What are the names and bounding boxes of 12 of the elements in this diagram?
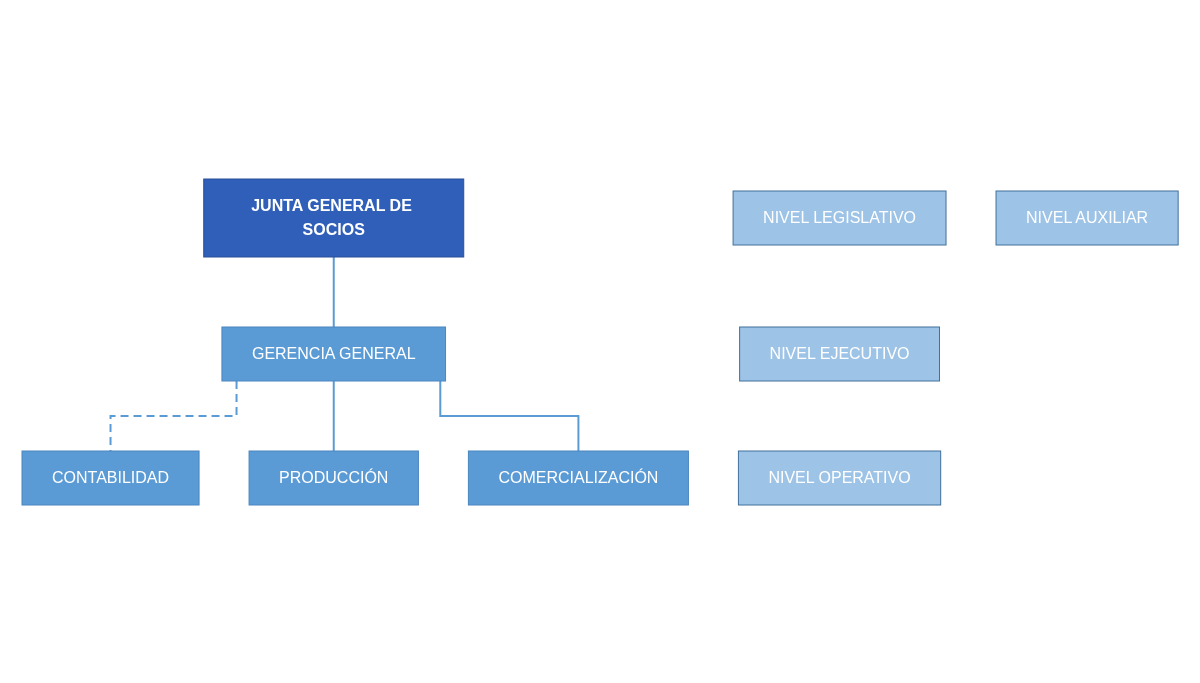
node-box: COMERCIALIZACIÓN xyxy=(467,450,689,505)
connector xyxy=(332,255,335,328)
node-box: GERENCIA GENERAL xyxy=(221,326,446,381)
connector xyxy=(332,379,335,452)
node-box: PRODUCCIÓN xyxy=(248,450,419,505)
node-box: CONTABILIDAD xyxy=(21,450,200,505)
node-box: NIVEL LEGISLATIVO xyxy=(732,190,947,245)
connector xyxy=(439,379,580,452)
node-box: JUNTA GENERAL DE SOCIOS xyxy=(203,178,465,257)
node-box: NIVEL OPERATIVO xyxy=(737,450,942,505)
node-box: NIVEL EJECUTIVO xyxy=(739,326,940,381)
node-box: NIVEL AUXILIAR xyxy=(995,190,1179,245)
